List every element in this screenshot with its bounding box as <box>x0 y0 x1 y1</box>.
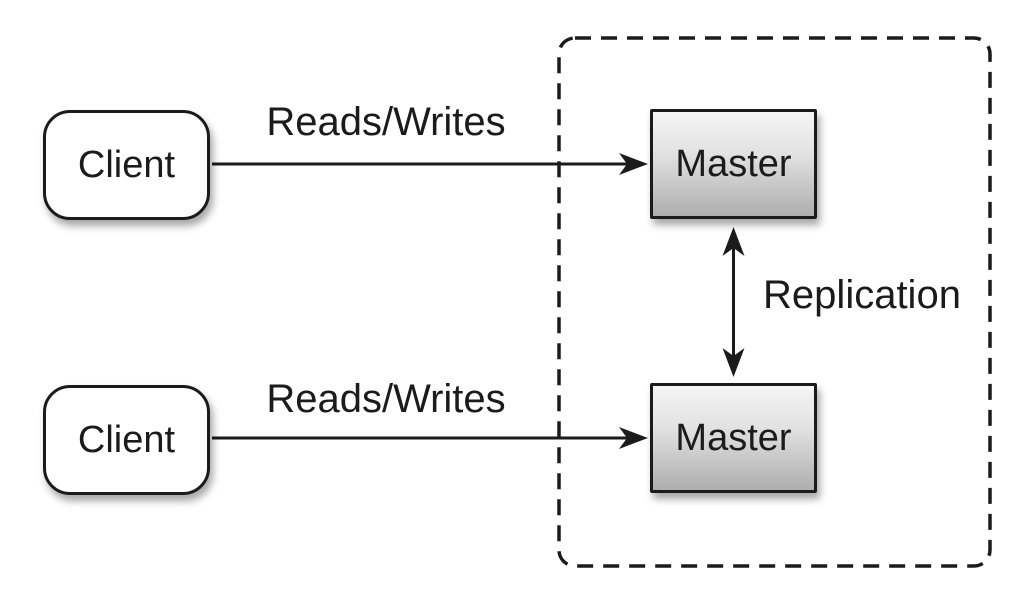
replication-arrow <box>722 227 745 377</box>
arrowhead-down-icon <box>722 348 745 377</box>
reads-writes-arrow-top <box>212 153 648 175</box>
arrowhead-up-icon <box>722 227 745 256</box>
master-node-top-label: Master <box>675 142 792 185</box>
arrowhead-right-icon <box>619 427 648 449</box>
master-node-top: Master <box>650 109 817 219</box>
reads-writes-arrow-bottom <box>212 427 648 449</box>
master-node-bottom-label: Master <box>675 416 792 459</box>
replication-cluster-boundary <box>557 36 992 568</box>
reads-writes-label-top: Reads/Writes <box>266 100 506 144</box>
client-node-bottom-label: Client <box>77 418 176 461</box>
reads-writes-label-bottom: Reads/Writes <box>266 377 506 421</box>
replication-label: Replication <box>763 273 961 317</box>
arrowhead-right-icon <box>619 153 648 175</box>
client-node-top: Client <box>43 110 210 220</box>
client-node-bottom: Client <box>43 385 210 495</box>
client-node-top-label: Client <box>77 143 176 186</box>
master-node-bottom: Master <box>650 383 817 493</box>
